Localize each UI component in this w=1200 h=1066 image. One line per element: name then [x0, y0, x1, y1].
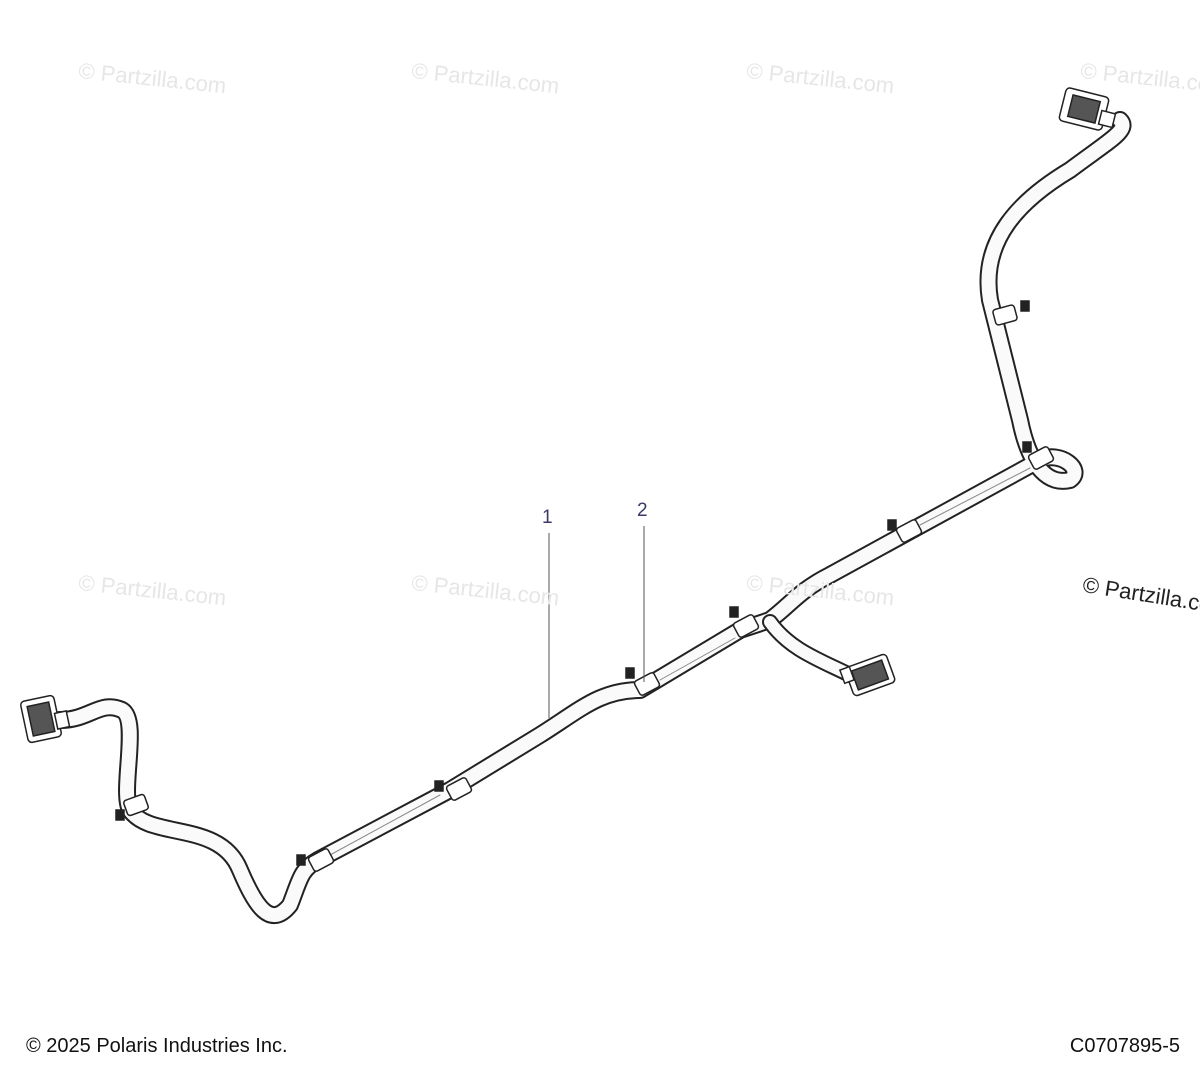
clip [1022, 441, 1055, 470]
callout-2: 2 [637, 500, 648, 521]
clip [115, 793, 149, 821]
clip [296, 848, 335, 872]
center-connector [838, 653, 896, 697]
left-connector [19, 694, 71, 744]
top-right-connector [1058, 87, 1117, 131]
harness-clips [115, 300, 1055, 872]
clip [729, 606, 760, 638]
drawing-code: C0707895-5 [1069, 1035, 1180, 1057]
clip [625, 667, 661, 696]
harness-cable [51, 111, 1132, 924]
clip [887, 519, 923, 543]
callout-1: 1 [542, 507, 553, 528]
clip [992, 300, 1030, 326]
clip [434, 777, 473, 801]
copyright-text: © 2025 Polaris Industries Inc. [26, 1035, 288, 1057]
